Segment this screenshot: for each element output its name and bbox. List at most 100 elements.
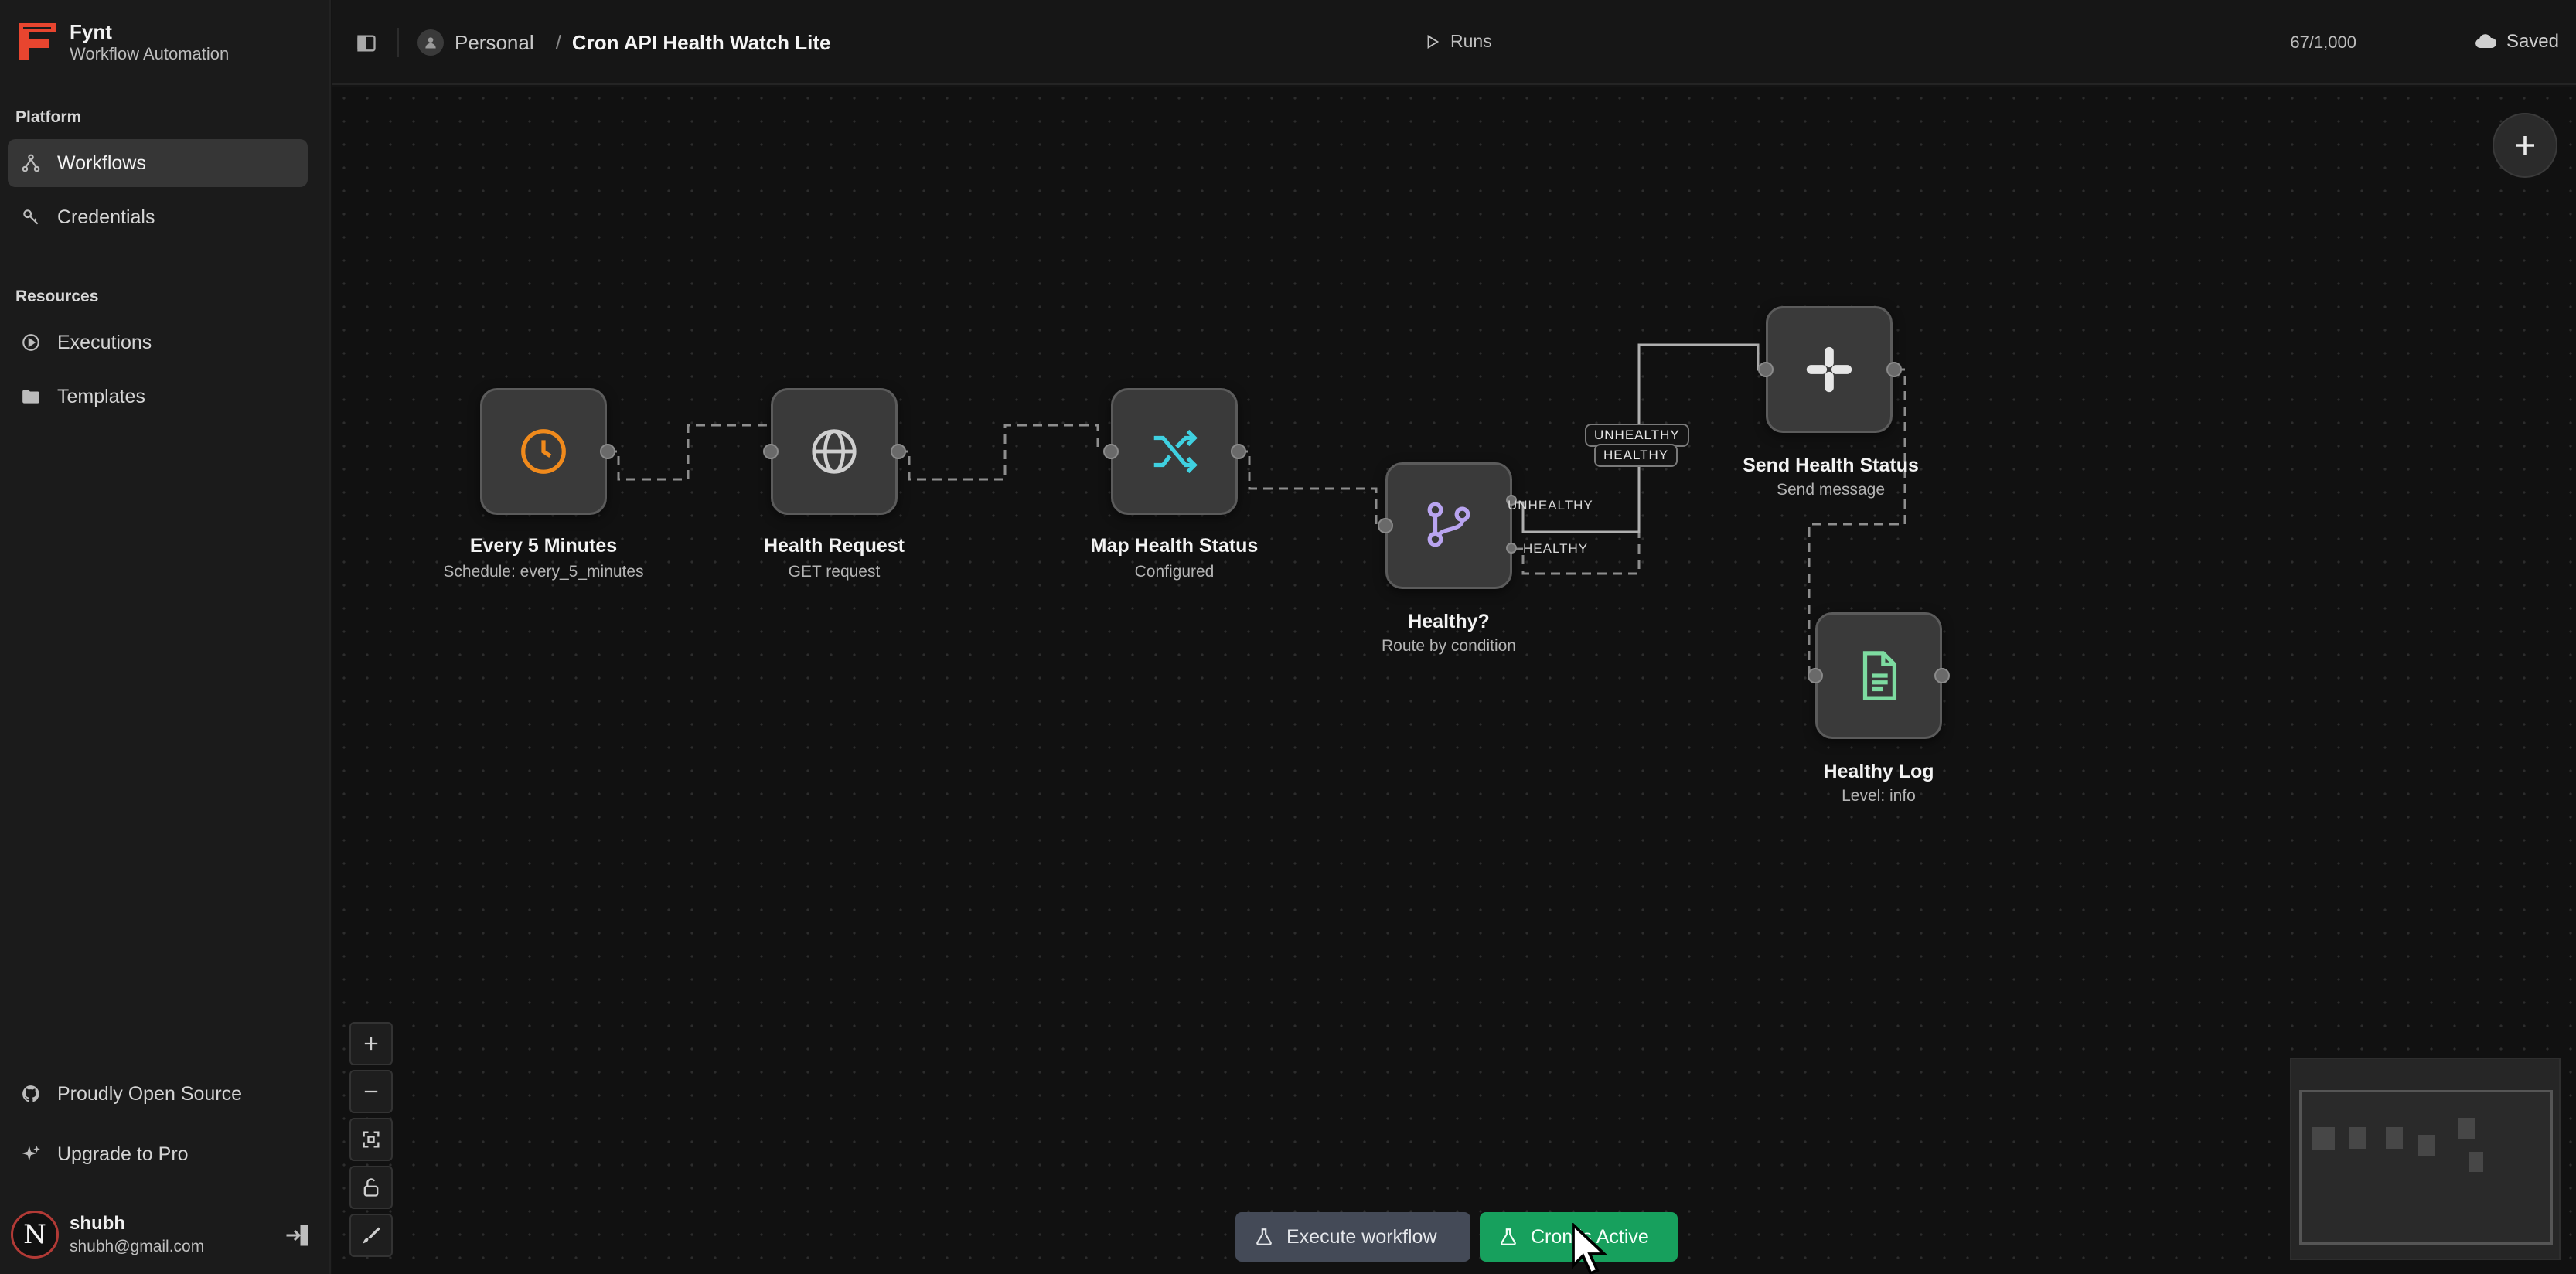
node-send-health-status[interactable]	[1766, 306, 1893, 433]
zoom-in-button[interactable]	[349, 1022, 393, 1065]
github-icon	[17, 1080, 45, 1108]
brush-button[interactable]	[349, 1214, 393, 1257]
globe-icon	[812, 429, 857, 474]
node-label: Every 5 Minutes	[469, 535, 618, 557]
node-output-handle[interactable]	[1886, 362, 1902, 377]
node-input-handle[interactable]	[1103, 444, 1119, 459]
branch-icon	[1427, 502, 1470, 547]
section-platform: Platform	[15, 108, 82, 126]
brand-name: Fynt	[70, 20, 112, 43]
output-handle-healthy[interactable]	[1506, 543, 1517, 554]
breadcrumb-separator: /	[555, 30, 561, 54]
node-health-request[interactable]	[771, 388, 898, 515]
edge-label-healthy: HEALTHY	[1523, 541, 1589, 556]
sidebar-item-credentials[interactable]: Credentials	[8, 193, 308, 241]
minimap-viewport[interactable]	[2299, 1090, 2553, 1245]
node-input-handle[interactable]	[1758, 362, 1774, 377]
node-label: Send Health Status	[1743, 455, 1919, 476]
minimap-node	[2386, 1127, 2403, 1149]
breadcrumb: Personal / Cron API Health Watch Lite	[417, 29, 831, 56]
add-node-button[interactable]	[2493, 113, 2557, 178]
workspace-avatar-icon	[417, 29, 444, 56]
sidebar-item-upgrade[interactable]: Upgrade to Pro	[8, 1130, 308, 1178]
runs-label: Runs	[1450, 31, 1492, 51]
node-input-handle[interactable]	[763, 444, 779, 459]
node-subtitle: Level: info	[1842, 787, 1916, 805]
fit-view-icon	[363, 1131, 380, 1148]
usage-counter: 67/1,000	[2290, 32, 2356, 52]
node-map-health-status[interactable]	[1111, 388, 1238, 515]
user-name: shubh	[70, 1213, 125, 1234]
minimap[interactable]	[2290, 1058, 2561, 1260]
brand[interactable]: Fynt Workflow Automation	[15, 20, 229, 65]
sidebar-toggle-icon[interactable]	[356, 32, 377, 54]
user-profile[interactable]: N shubh shubh@gmail.com	[11, 1211, 320, 1259]
zoom-out-button[interactable]	[349, 1070, 393, 1113]
node-output-handle[interactable]	[600, 444, 615, 459]
fit-view-button[interactable]	[349, 1118, 393, 1161]
node-subtitle: Schedule: every_5_minutes	[443, 563, 644, 581]
node-label: Health Request	[764, 535, 905, 557]
output-handle-unhealthy[interactable]	[1506, 495, 1517, 506]
plus-icon	[364, 1037, 378, 1051]
minimap-node	[2458, 1118, 2475, 1139]
node-output-handle[interactable]	[1934, 668, 1950, 683]
node-every-5-minutes[interactable]	[480, 388, 607, 515]
clock-icon	[521, 429, 566, 474]
document-icon	[1862, 651, 1897, 700]
lock-button[interactable]	[349, 1166, 393, 1209]
node-input-handle[interactable]	[1378, 518, 1393, 533]
node-healthy-log[interactable]	[1815, 612, 1942, 739]
sidebar-item-templates[interactable]: Templates	[8, 373, 308, 421]
sidebar: Fynt Workflow Automation Platform Workfl…	[0, 0, 331, 1274]
edge-label-unhealthy: UNHEALTHY	[1508, 498, 1593, 513]
cloud-icon	[2475, 34, 2496, 48]
sidebar-item-label: Credentials	[57, 206, 155, 228]
minimap-node	[2418, 1135, 2435, 1156]
top-bar: Personal / Cron API Health Watch Lite Ru…	[332, 0, 2576, 85]
slack-icon	[1806, 346, 1852, 393]
save-status: Saved	[2474, 31, 2559, 53]
section-resources: Resources	[15, 288, 99, 305]
minimap-node	[2312, 1127, 2335, 1150]
node-subtitle: Route by condition	[1382, 637, 1516, 655]
divider	[397, 28, 399, 57]
folder-icon	[17, 383, 45, 410]
runs-button[interactable]: Runs	[1424, 31, 1492, 52]
node-input-handle[interactable]	[1808, 668, 1823, 683]
logout-icon[interactable]	[283, 1221, 311, 1249]
node-output-handle[interactable]	[1231, 444, 1246, 459]
sidebar-item-workflows[interactable]: Workflows	[8, 139, 308, 187]
node-label: Healthy?	[1408, 611, 1490, 632]
fynt-logo-icon	[19, 23, 56, 60]
node-output-handle[interactable]	[891, 444, 906, 459]
minimap-node	[2469, 1152, 2483, 1172]
brand-subtitle: Workflow Automation	[70, 44, 230, 63]
workflow-canvas[interactable]	[332, 87, 2576, 1274]
mouse-cursor-icon	[1572, 1223, 1608, 1274]
workflow-title[interactable]: Cron API Health Watch Lite	[571, 30, 831, 54]
sidebar-item-label: Workflows	[57, 152, 146, 174]
shuffle-icon	[1153, 429, 1198, 474]
node-label: Healthy Log	[1823, 761, 1934, 782]
minus-icon	[364, 1090, 378, 1093]
avatar: N	[11, 1211, 59, 1259]
sidebar-item-label: Upgrade to Pro	[57, 1143, 189, 1165]
save-status-label: Saved	[2506, 31, 2559, 52]
node-label: Map Health Status	[1090, 535, 1259, 557]
unlock-icon	[363, 1178, 379, 1197]
sidebar-item-open-source[interactable]: Proudly Open Source	[8, 1070, 308, 1118]
execute-workflow-button[interactable]: Execute workflow	[1235, 1212, 1470, 1262]
node-subtitle: Configured	[1134, 563, 1215, 581]
workflow-icon	[17, 149, 45, 177]
minimap-node	[2349, 1127, 2366, 1149]
node-subtitle: Send message	[1776, 481, 1886, 499]
flask-icon	[1256, 1228, 1272, 1245]
brush-icon	[363, 1227, 380, 1244]
sidebar-item-label: Executions	[57, 331, 152, 353]
node-healthy[interactable]	[1385, 462, 1512, 589]
edge-badge-healthy[interactable]: HEALTHY	[1594, 444, 1678, 467]
sidebar-item-executions[interactable]: Executions	[8, 318, 308, 366]
breadcrumb-workspace[interactable]: Personal	[455, 30, 534, 54]
sparkle-icon	[17, 1140, 45, 1168]
